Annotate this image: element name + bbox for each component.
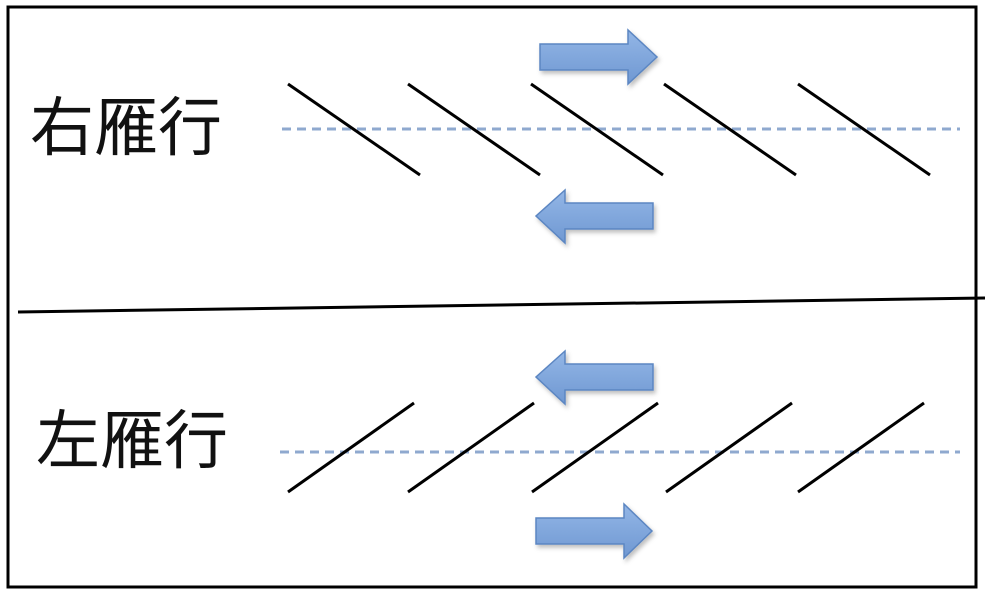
- echelon-segment: [287, 401, 415, 494]
- arrow-left-icon: [534, 349, 654, 406]
- echelon-segment: [663, 82, 797, 177]
- panel-label-left-echelon: 左雁行: [36, 405, 228, 479]
- echelon-segment: [797, 401, 925, 494]
- echelon-segment: [665, 401, 793, 494]
- echelon-segment: [407, 401, 535, 494]
- panel-divider: [17, 296, 985, 314]
- panel-right-echelon: [282, 28, 960, 245]
- arrow-right-icon: [535, 502, 654, 560]
- echelon-segment: [530, 82, 664, 177]
- echelon-segment: [287, 82, 421, 177]
- echelon-segment: [531, 401, 659, 494]
- arrow-right-icon: [539, 28, 659, 86]
- echelon-segment: [797, 82, 931, 177]
- arrow-left-icon: [534, 188, 654, 245]
- echelon-segment: [407, 82, 541, 177]
- panel-label-right-echelon: 右雁行: [30, 92, 222, 166]
- panel-left-echelon: [280, 349, 960, 560]
